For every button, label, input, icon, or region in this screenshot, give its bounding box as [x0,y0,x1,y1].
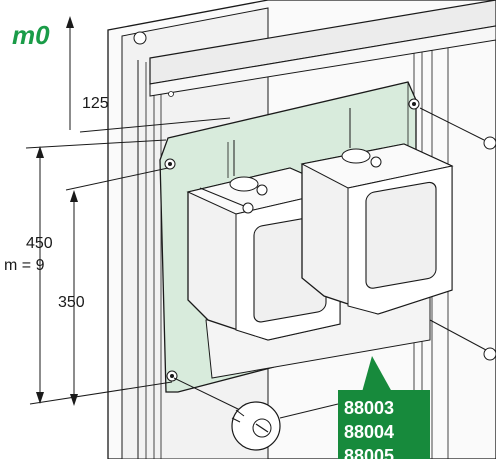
screw-callout [173,377,339,451]
screw-top-right [419,107,496,150]
ref-88005: 88005 [344,446,394,459]
dim-modules-label: m = 9 [4,257,45,274]
screw-center [199,187,254,214]
cover-plate [149,0,496,97]
dim-top-label: 125 [82,95,109,112]
m0-label: m0 [12,20,50,50]
screw-mid-right [429,319,496,361]
dim-total-label: 450 [26,235,53,252]
reference-tag: 88003 88004 88005 [338,356,430,459]
transformer-right [300,108,454,315]
mounting-holes [164,98,420,382]
dim-lower-label: 350 [58,294,85,311]
ref-88004: 88004 [344,422,394,442]
dimension-lines [25,16,231,406]
ref-88003: 88003 [344,398,394,418]
